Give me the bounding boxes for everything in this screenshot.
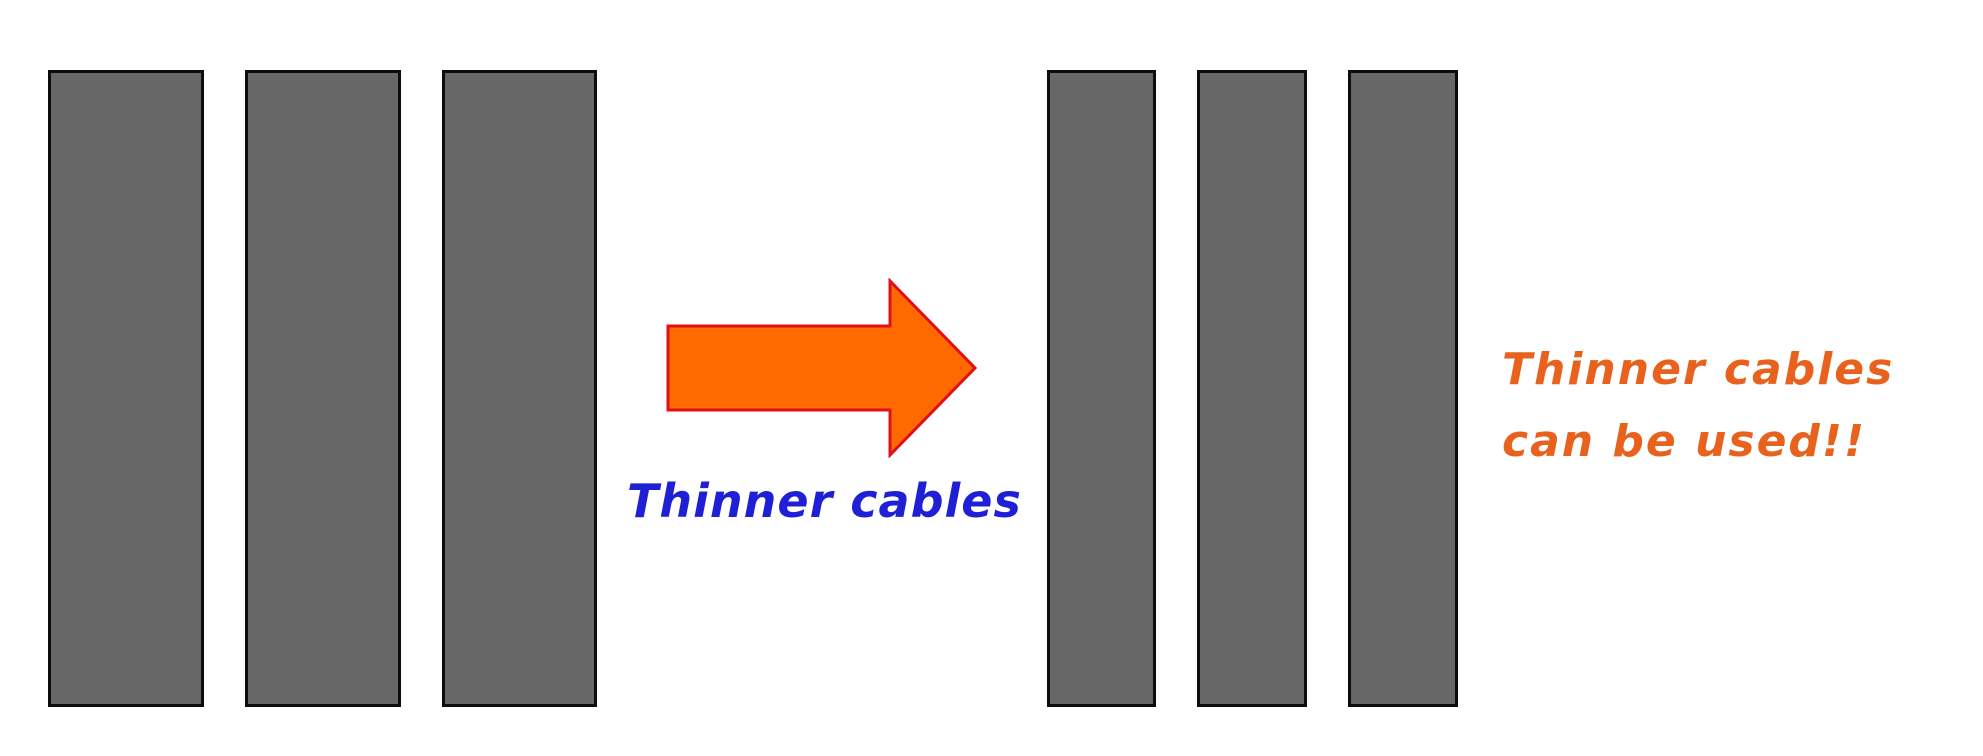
thin-cable-2 [1197, 70, 1307, 707]
thin-cable-1 [1047, 70, 1156, 707]
thick-cable-3 [442, 70, 597, 707]
right-arrow-icon [666, 278, 978, 458]
thin-cable-3 [1348, 70, 1458, 707]
result-line-1: Thinner cables [1502, 344, 1895, 395]
thick-cable-1 [48, 70, 204, 707]
result-label: Thinner cables can be used!! [1502, 334, 1894, 478]
thick-cable-2 [245, 70, 401, 707]
arrow-caption: Thinner cables [627, 474, 1022, 528]
result-line-2: can be used!! [1502, 416, 1867, 467]
